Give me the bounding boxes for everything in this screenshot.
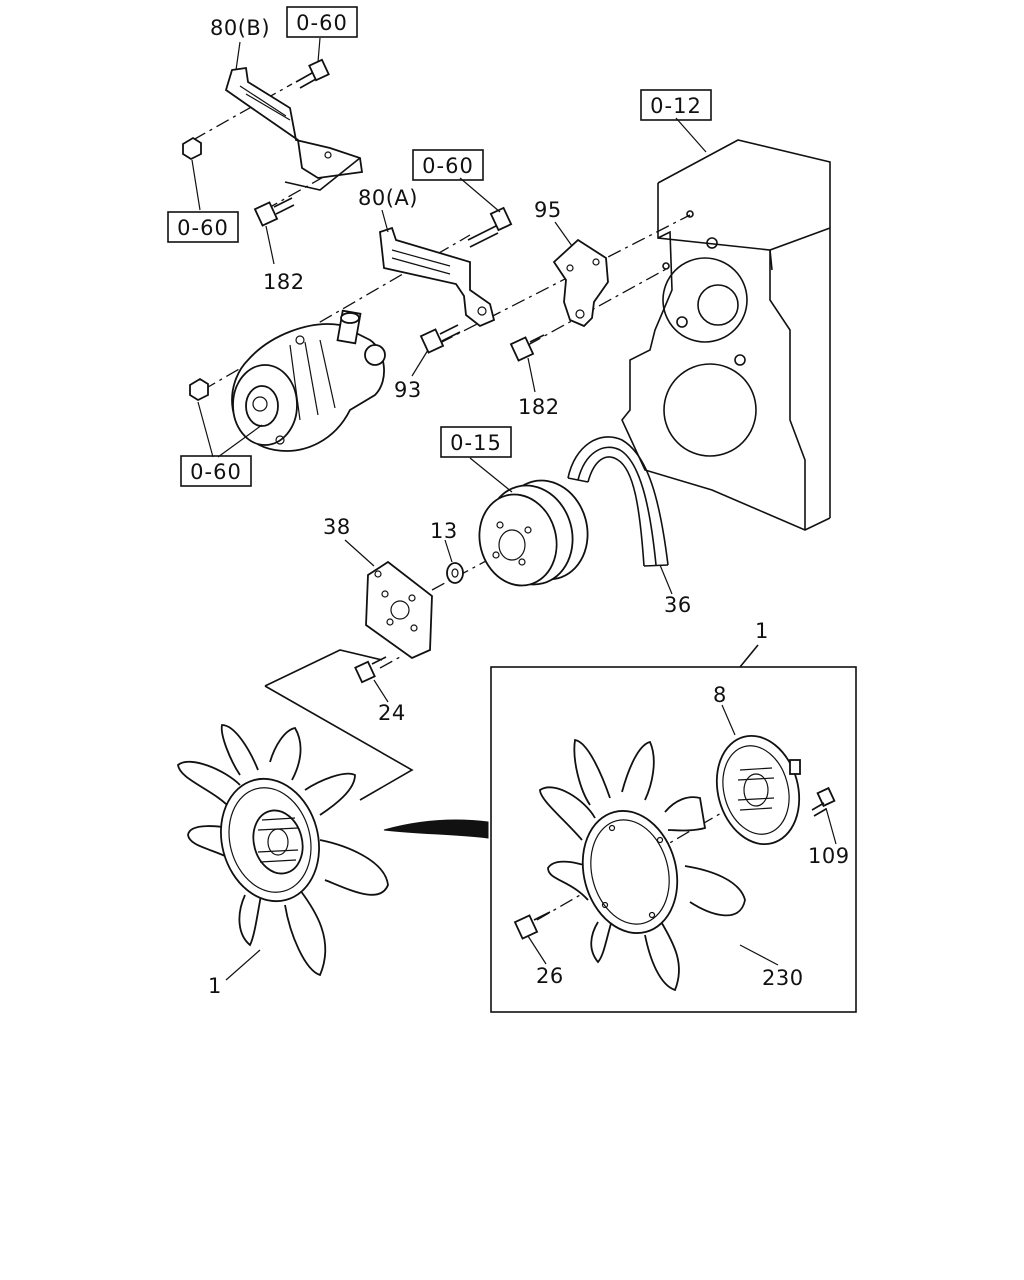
callout-13: 13 [430, 519, 458, 543]
callout-1-fan: 1 [208, 974, 222, 998]
nut-0-60-pump [189, 377, 209, 402]
detail-inset [490, 644, 857, 1013]
callout-182-top: 182 [263, 270, 305, 294]
ref-box-left: 0-60 [177, 216, 229, 240]
fan-assembly-left [177, 724, 389, 977]
drive-belt [567, 436, 669, 567]
detail-arrow [383, 819, 489, 839]
engine-block [621, 139, 831, 531]
callout-93: 93 [394, 378, 422, 402]
leader-lines [191, 37, 837, 981]
bolt-24 [354, 656, 387, 684]
callout-182-mid: 182 [518, 395, 560, 419]
callout-1-assembly: 1 [755, 619, 769, 643]
bolt-182-mid [509, 334, 545, 362]
callout-230: 230 [762, 966, 804, 990]
reference-boxes: 0-60 0-12 0-60 0-60 0-60 0-15 [167, 6, 712, 487]
bolt-0-60-bracket-a [467, 206, 513, 248]
ref-box-bracket-a: 0-60 [422, 154, 474, 178]
callout-109: 109 [808, 844, 850, 868]
bracket-80b [224, 66, 364, 179]
washer-13 [446, 562, 464, 584]
nut-0-60-left [182, 136, 202, 161]
bracket-80a [379, 226, 496, 328]
callout-26: 26 [536, 964, 564, 988]
bracket-95 [552, 238, 609, 328]
bolt-93 [419, 324, 461, 354]
bolt-0-60-top [295, 58, 330, 89]
pulley [478, 479, 589, 587]
callout-95: 95 [534, 198, 562, 222]
callout-8: 8 [713, 683, 727, 707]
callout-80a: 80(A) [358, 186, 418, 210]
power-steering-pump [231, 309, 386, 452]
ref-box-pump: 0-60 [190, 460, 242, 484]
ref-box-engine: 0-12 [650, 94, 702, 118]
ref-box-top: 0-60 [296, 11, 348, 35]
callout-80b: 80(B) [210, 16, 270, 40]
ref-box-pulley: 0-15 [450, 431, 502, 455]
callout-38: 38 [323, 515, 351, 539]
callout-24: 24 [378, 701, 406, 725]
fan-plate [365, 560, 433, 660]
callout-36: 36 [664, 593, 692, 617]
callouts: 80(B) 80(A) 95 182 93 182 38 13 36 24 1 … [208, 16, 850, 998]
bolt-182-top [253, 197, 295, 227]
